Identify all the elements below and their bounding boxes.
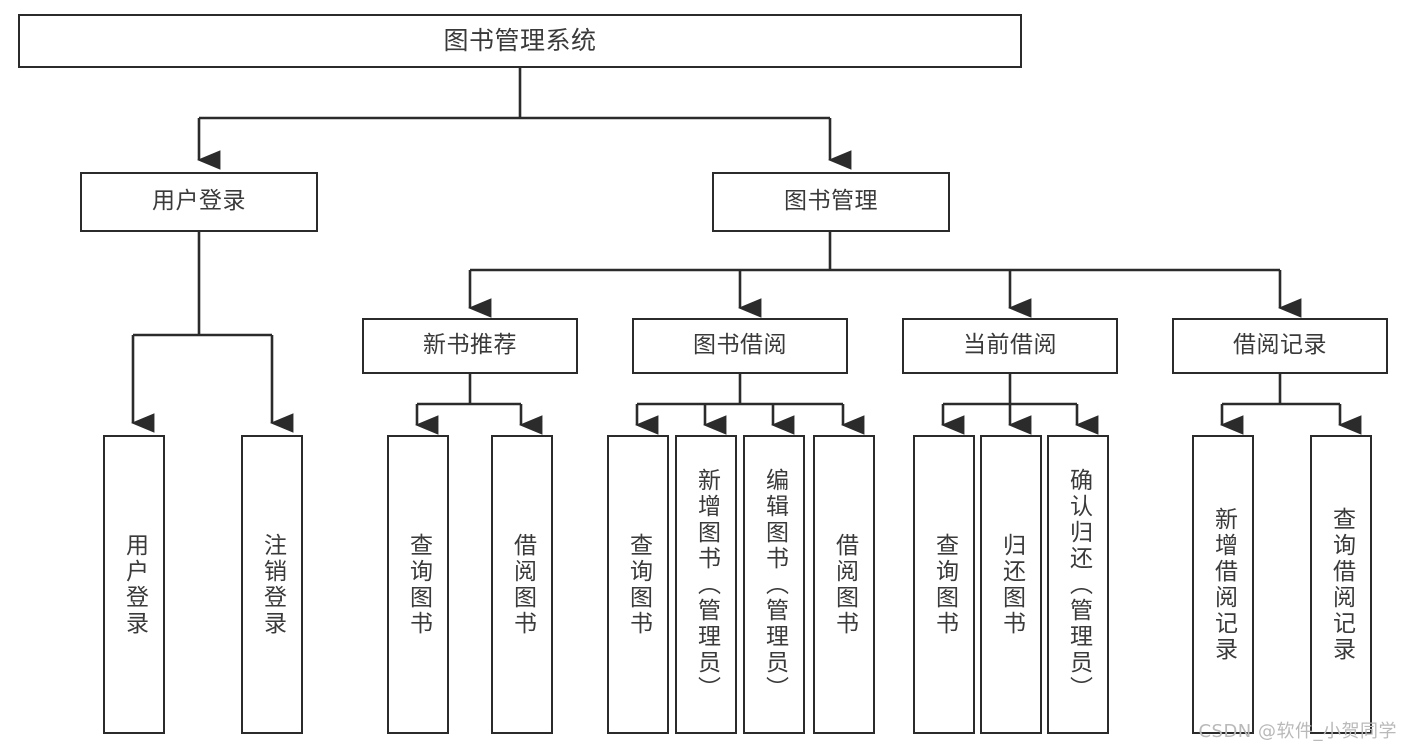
node-current-borrow[interactable]: 当前借阅 [902,318,1118,374]
node-leaf-query-borrow-record-label: 查询借阅记录 [1328,506,1355,663]
node-borrow-records-label: 借阅记录 [1233,332,1327,359]
node-borrow-records[interactable]: 借阅记录 [1172,318,1388,374]
node-leaf-query-book-current[interactable]: 查询图书 [913,435,975,734]
node-leaf-borrow-book-label: 借阅图书 [831,532,858,637]
node-leaf-return-book[interactable]: 归还图书 [980,435,1042,734]
node-leaf-query-book-borrow[interactable]: 查询图书 [607,435,669,734]
node-new-book-recommend[interactable]: 新书推荐 [362,318,578,374]
node-leaf-edit-book-admin[interactable]: 编辑图书（管理员） [743,435,805,734]
node-leaf-confirm-return-admin[interactable]: 确认归还（管理员） [1047,435,1109,734]
node-leaf-add-book-admin-label: 新增图书（管理员） [693,467,720,702]
node-leaf-query-borrow-record[interactable]: 查询借阅记录 [1310,435,1372,734]
node-book-borrow-label: 图书借阅 [693,332,787,359]
node-leaf-return-book-label: 归还图书 [998,532,1025,637]
node-leaf-borrow-book[interactable]: 借阅图书 [813,435,875,734]
node-current-borrow-label: 当前借阅 [963,332,1057,359]
node-book-management-label: 图书管理 [784,188,878,215]
node-leaf-query-book-current-label: 查询图书 [931,532,958,637]
node-user-login-label: 用户登录 [152,188,246,215]
node-leaf-query-book-borrow-label: 查询图书 [625,532,652,637]
node-leaf-logout[interactable]: 注销登录 [241,435,303,734]
node-leaf-add-borrow-record-label: 新增借阅记录 [1210,506,1237,663]
node-user-login[interactable]: 用户登录 [80,172,318,232]
node-leaf-user-login-label: 用户登录 [121,532,148,637]
node-book-management[interactable]: 图书管理 [712,172,950,232]
node-leaf-borrow-book-new[interactable]: 借阅图书 [491,435,553,734]
csdn-watermark: CSDN @软件_小贺同学 [1198,721,1397,742]
node-leaf-confirm-return-admin-label: 确认归还（管理员） [1065,467,1092,702]
node-leaf-borrow-book-new-label: 借阅图书 [509,532,536,637]
node-root-label: 图书管理系统 [443,26,597,55]
node-leaf-user-login[interactable]: 用户登录 [103,435,165,734]
node-leaf-query-book-new-label: 查询图书 [405,532,432,637]
node-leaf-logout-label: 注销登录 [259,532,286,637]
node-leaf-add-book-admin[interactable]: 新增图书（管理员） [675,435,737,734]
node-root[interactable]: 图书管理系统 [18,14,1022,68]
node-leaf-edit-book-admin-label: 编辑图书（管理员） [761,467,788,702]
node-leaf-query-book-new[interactable]: 查询图书 [387,435,449,734]
node-leaf-add-borrow-record[interactable]: 新增借阅记录 [1192,435,1254,734]
node-book-borrow[interactable]: 图书借阅 [632,318,848,374]
node-new-book-recommend-label: 新书推荐 [423,332,517,359]
